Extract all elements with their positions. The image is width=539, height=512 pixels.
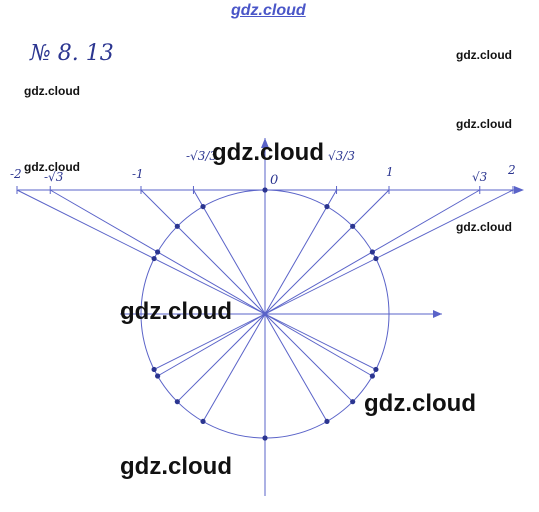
tick-label-neg-sqrt3: -√3: [44, 170, 64, 184]
circle-point: [155, 373, 161, 379]
circle-point: [350, 399, 356, 405]
tangent-ticks: [16, 186, 514, 194]
circle-point: [151, 366, 157, 373]
circle-point: [373, 255, 379, 262]
circle-point: [324, 418, 330, 425]
ray-lines: [16, 189, 514, 422]
circle-point: [174, 223, 180, 229]
tick-label-1: 1: [386, 165, 394, 179]
y-axis-arrow: [261, 138, 269, 148]
ray-line: [176, 189, 390, 403]
circle-point: [200, 203, 206, 210]
circle-point: [373, 366, 379, 373]
circle-point: [350, 223, 356, 229]
watermark: gdz.cloud: [120, 453, 232, 480]
tangent-line-arrow: [514, 186, 524, 194]
watermark: gdz.cloud: [120, 298, 232, 325]
ray-line: [49, 189, 373, 377]
tick-label-sqrt3: √3: [472, 170, 488, 184]
tick-label-neg-2: -2: [10, 167, 22, 181]
watermark: gdz.cloud: [24, 160, 80, 174]
ray-line: [202, 189, 337, 422]
x-axis-arrow: [433, 310, 442, 318]
watermark: gdz.cloud: [456, 117, 512, 131]
ray-line: [153, 189, 514, 370]
circle-point-top: [262, 187, 268, 193]
circle-point: [174, 399, 180, 405]
circle-point: [151, 255, 157, 262]
tick-label-2: 2: [507, 163, 516, 177]
ray-line: [157, 189, 481, 377]
watermark: gdz.cloud: [212, 139, 324, 166]
watermark: gdz.cloud: [364, 390, 476, 417]
circle-point: [369, 249, 375, 255]
watermark: gdz.cloud: [456, 220, 512, 234]
ray-line: [140, 189, 354, 403]
watermark: gdz.cloud: [456, 48, 512, 62]
header-watermark: gdz.cloud: [231, 2, 306, 19]
circle-point: [324, 203, 330, 210]
circle-point: [155, 249, 161, 255]
circle-points: [151, 187, 379, 441]
ray-line: [193, 189, 328, 422]
circle-point-bottom: [262, 435, 268, 441]
circle-point: [369, 373, 375, 379]
ray-line: [16, 189, 377, 370]
tick-label-neg-1: -1: [132, 167, 144, 181]
origin-label: 0: [270, 173, 278, 188]
problem-number: № 8. 13: [29, 41, 114, 66]
tick-label-neg-sqrt3-over-3: -√3/3: [186, 149, 217, 163]
watermark: gdz.cloud: [24, 84, 80, 98]
circle-point: [200, 418, 206, 425]
tick-label-sqrt3-over-3: √3/3: [328, 149, 355, 163]
